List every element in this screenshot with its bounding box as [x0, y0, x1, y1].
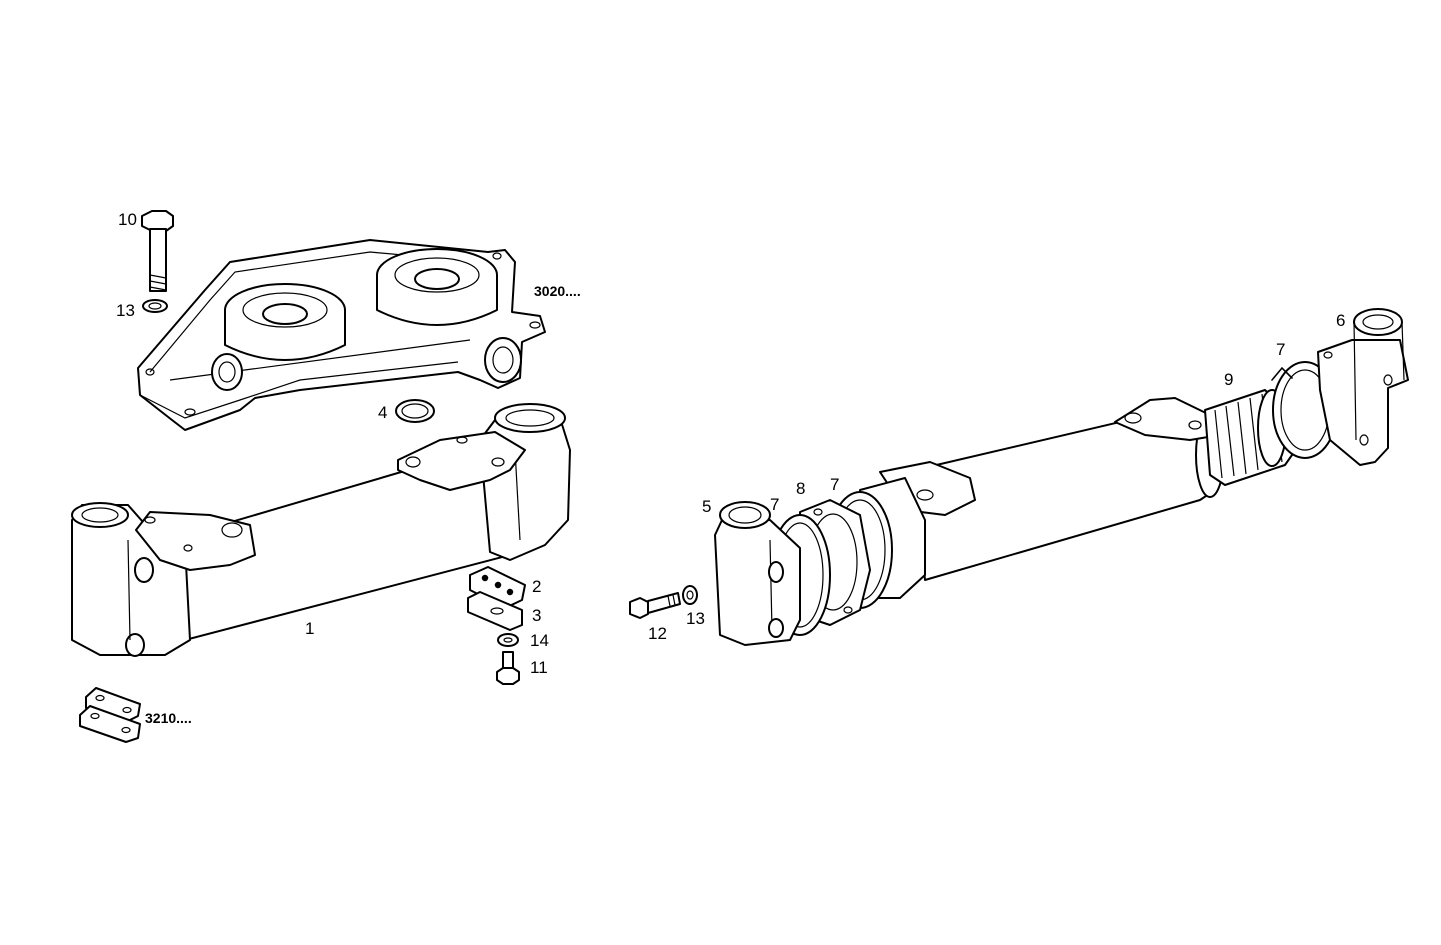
- callout-11: 11: [530, 658, 548, 677]
- bolt-12: [629, 592, 681, 619]
- plate-2: [469, 566, 526, 609]
- callout-7-left: 7: [770, 495, 780, 514]
- washer-14: [497, 633, 519, 647]
- leader-7-right: [1271, 366, 1293, 381]
- callout-9: 9: [1224, 370, 1234, 389]
- end-cap-6: [1317, 308, 1409, 466]
- callout-8: 8: [796, 479, 806, 498]
- callout-13-right: 13: [686, 609, 705, 628]
- callout-7-right: 7: [1276, 340, 1286, 359]
- callout-12: 12: [648, 624, 667, 643]
- o-ring-4: [395, 399, 435, 423]
- screw-11: [496, 651, 520, 685]
- exchanger-body-1: [71, 403, 571, 657]
- bolt-10: [141, 210, 174, 292]
- spacer-3: [467, 591, 523, 631]
- gasket-set-3210: [79, 687, 141, 743]
- callout-2: 2: [532, 577, 542, 596]
- callout-3210: 3210....: [145, 710, 192, 726]
- callout-13-left: 13: [116, 301, 135, 320]
- callout-5: 5: [702, 497, 712, 516]
- callout-7-middle: 7: [830, 475, 840, 494]
- callout-4: 4: [378, 403, 388, 422]
- callout-6: 6: [1336, 311, 1346, 330]
- callout-3: 3: [532, 606, 542, 625]
- callout-10: 10: [118, 210, 137, 229]
- housing-3020: [137, 239, 546, 431]
- callout-1: 1: [305, 619, 315, 638]
- end-cap-5: [714, 501, 801, 646]
- washer-13-right: [682, 585, 698, 605]
- callout-14: 14: [530, 631, 549, 650]
- callout-3020: 3020....: [534, 283, 581, 299]
- long-tube-assembly: [859, 397, 1225, 599]
- washer-13-left: [142, 299, 168, 313]
